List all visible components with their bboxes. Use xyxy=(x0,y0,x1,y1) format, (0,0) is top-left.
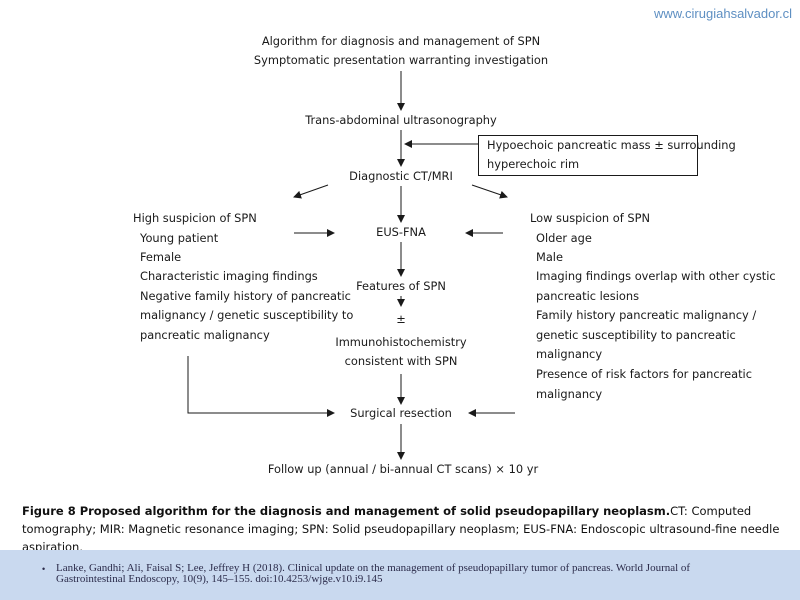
ihc-line-2: consistent with SPN xyxy=(344,354,458,368)
flow-subtitle: Symptomatic presentation warranting inve… xyxy=(253,53,549,67)
reference-bullet: • xyxy=(42,564,46,574)
low-item: Presence of risk factors for pancreatic xyxy=(536,367,752,381)
high-item: pancreatic malignancy xyxy=(140,328,270,342)
low-item: Older age xyxy=(536,231,592,245)
plus-minus-symbol: ± xyxy=(396,312,406,326)
low-item: genetic susceptibility to pancreatic xyxy=(536,328,736,342)
high-suspicion-heading: High suspicion of SPN xyxy=(133,211,257,225)
high-item: Negative family history of pancreatic xyxy=(140,289,351,303)
reference-citation: Lanke, Gandhi; Ali, Faisal S; Lee, Jeffr… xyxy=(56,562,691,585)
arrow-ct-to-high xyxy=(293,184,329,199)
flow-title: Algorithm for diagnosis and management o… xyxy=(261,34,541,48)
high-item: malignancy / genetic susceptibility to xyxy=(140,308,354,322)
low-item: Male xyxy=(536,250,563,264)
ultrasound-finding-box: Hypoechoic pancreatic mass ± surrounding… xyxy=(478,135,736,176)
ct-mri-step: Diagnostic CT/MRI xyxy=(349,169,453,183)
finding-line-2: hyperechoic rim xyxy=(487,157,580,171)
high-item: Characteristic imaging findings xyxy=(140,269,318,283)
arrow-ct-to-low xyxy=(471,184,508,199)
arrow-high-to-resection xyxy=(187,356,335,417)
low-suspicion-heading: Low suspicion of SPN xyxy=(530,211,650,225)
low-item: malignancy xyxy=(536,347,603,361)
low-item: malignancy xyxy=(536,387,603,401)
high-item: Young patient xyxy=(140,231,219,245)
flow-arrows xyxy=(187,71,515,460)
figure-caption: Figure 8 Proposed algorithm for the diag… xyxy=(22,502,782,556)
low-item: Family history pancreatic malignancy / xyxy=(536,308,757,322)
caption-label: Figure 8 Proposed algorithm for the diag… xyxy=(22,504,671,518)
site-url[interactable]: www.cirugiahsalvador.cl xyxy=(653,6,792,21)
ultrasound-step: Trans-abdominal ultrasonography xyxy=(305,113,497,127)
high-item: Female xyxy=(140,250,182,264)
low-item: Imaging findings overlap with other cyst… xyxy=(536,269,776,283)
low-item: pancreatic lesions xyxy=(536,289,640,303)
finding-line-1: Hypoechoic pancreatic mass ± surrounding xyxy=(487,138,736,152)
ihc-line-1: Immunohistochemistry xyxy=(335,335,467,349)
followup-step: Follow up (annual / bi-annual CT scans) … xyxy=(267,462,539,476)
reference-footer xyxy=(0,550,800,600)
features-step: Features of SPN xyxy=(356,279,446,293)
eus-fna-step: EUS-FNA xyxy=(376,225,426,239)
resection-step: Surgical resection xyxy=(350,406,452,420)
